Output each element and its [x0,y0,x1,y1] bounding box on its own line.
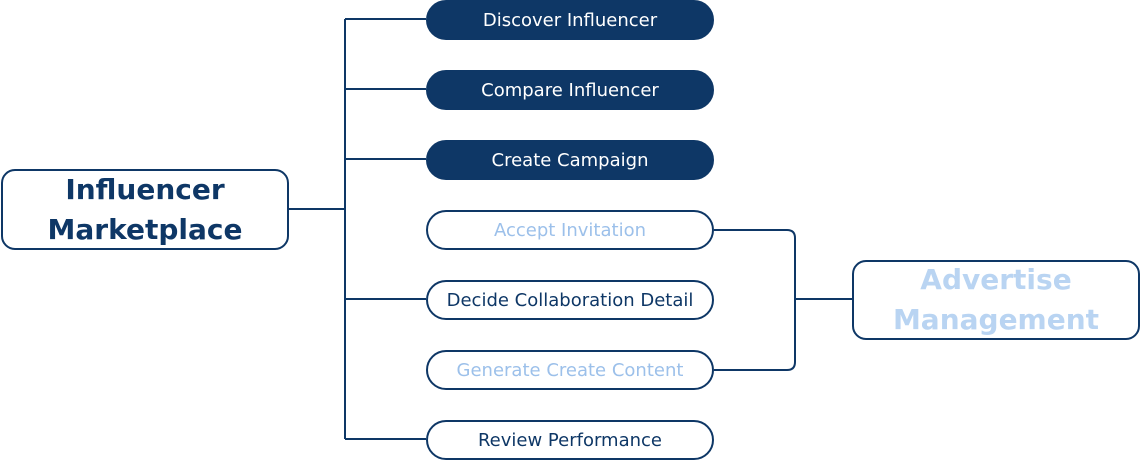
node-label-line: Influencer [65,172,225,206]
step-label: Compare Influencer [481,79,659,101]
step-create-campaign: Create Campaign [426,140,714,180]
step-review-performance: Review Performance [426,420,714,460]
step-generate-create-content: Generate Create Content [426,350,714,390]
node-label-line: Management [892,303,1100,336]
step-label: Review Performance [477,429,662,451]
influencer-marketplace-label: Influencer Marketplace [48,170,243,250]
step-label: Create Campaign [491,149,649,171]
step-decide-collaboration-detail: Decide Collaboration Detail [426,280,714,320]
step-label: Generate Create Content [456,359,684,381]
step-accept-invitation: Accept Invitation [426,210,714,250]
step-compare-influencer: Compare Influencer [426,70,714,110]
step-label: Decide Collaboration Detail [446,289,694,311]
influencer-marketplace-node: Influencer Marketplace [1,169,289,250]
step-label: Accept Invitation [493,219,646,241]
connector-right-bracket [714,229,796,371]
node-label-line: Advertise [920,263,1072,296]
advertise-management-label: Advertise Management [893,260,1099,340]
advertise-management-node: Advertise Management [852,260,1140,340]
step-label: Discover Influencer [482,9,658,31]
node-label-line: Marketplace [47,212,243,246]
step-discover-influencer: Discover Influencer [426,0,714,40]
